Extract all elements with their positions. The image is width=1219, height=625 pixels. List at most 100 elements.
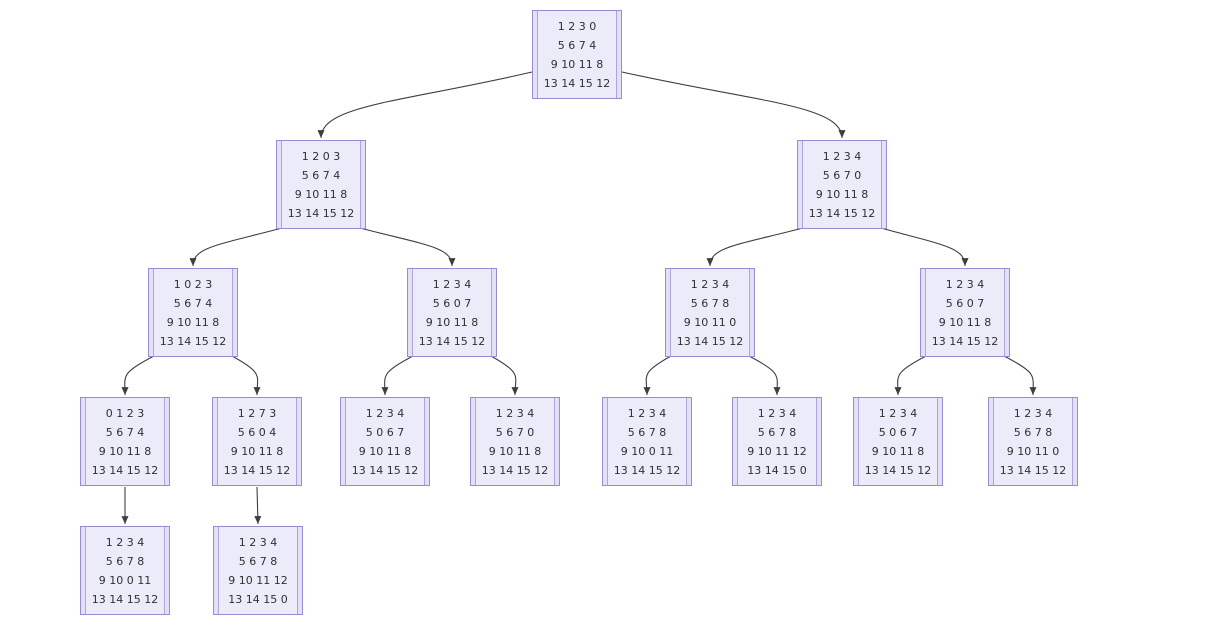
edge-n2-n5 (706, 227, 804, 267)
node-row: 13 14 15 12 (931, 334, 999, 348)
node-row: 5 6 7 8 (690, 296, 730, 310)
node-row: 9 10 0 11 (620, 444, 674, 458)
node-row: 1 2 3 4 (822, 149, 862, 163)
node-row: 1 2 3 4 (495, 406, 535, 420)
node-row: 9 10 11 8 (550, 57, 604, 71)
node-row: 5 6 7 8 (627, 425, 667, 439)
node-row: 1 2 3 4 (1013, 406, 1053, 420)
tree-node: 1 0 2 3 5 6 7 4 9 10 11 8 13 14 15 12 (148, 268, 238, 357)
node-row: 1 2 3 4 (878, 406, 918, 420)
edge-n4-n10 (490, 355, 519, 396)
node-row: 13 14 15 12 (613, 463, 681, 477)
tree-node: 1 2 3 4 5 0 6 7 9 10 11 8 13 14 15 12 (853, 397, 943, 486)
edge-n0-n2 (621, 71, 846, 139)
tree-node: 1 2 3 4 5 6 7 8 9 10 11 12 13 14 15 0 (732, 397, 822, 486)
tree-node: 1 2 3 4 5 6 7 8 9 10 11 0 13 14 15 12 (665, 268, 755, 357)
node-row: 9 10 11 0 (683, 315, 737, 329)
tree-node: 1 2 3 4 5 6 0 7 9 10 11 8 13 14 15 12 (407, 268, 497, 357)
node-row: 1 2 7 3 (237, 406, 277, 420)
node-row: 9 10 11 8 (815, 187, 869, 201)
node-row: 9 10 11 8 (938, 315, 992, 329)
edge-n2-n6 (880, 227, 969, 267)
tree-node: 1 2 3 4 5 6 7 0 9 10 11 8 13 14 15 12 (470, 397, 560, 486)
tree-node: 1 2 3 4 5 6 7 8 9 10 11 0 13 14 15 12 (988, 397, 1078, 486)
tree-node: 1 2 3 4 5 6 7 0 9 10 11 8 13 14 15 12 (797, 140, 887, 229)
edge-n6-n14 (1003, 355, 1037, 396)
node-row: 5 0 6 7 (365, 425, 405, 439)
node-row: 9 10 11 8 (425, 315, 479, 329)
tree-node: 1 2 3 4 5 6 7 8 9 10 0 11 13 14 15 12 (602, 397, 692, 486)
node-row: 1 2 3 4 (627, 406, 667, 420)
edge-n4-n9 (381, 355, 414, 396)
node-row: 5 6 0 4 (237, 425, 277, 439)
node-row: 1 2 3 4 (365, 406, 405, 420)
node-row: 13 14 15 0 (228, 592, 288, 606)
node-row: 13 14 15 12 (481, 463, 549, 477)
node-row: 5 6 7 0 (822, 168, 862, 182)
edge-n6-n13 (894, 355, 927, 396)
tree-node: 1 2 3 0 5 6 7 4 9 10 11 8 13 14 15 12 (532, 10, 622, 99)
node-row: 13 14 15 12 (351, 463, 419, 477)
tree-node: 1 2 0 3 5 6 7 4 9 10 11 8 13 14 15 12 (276, 140, 366, 229)
node-row: 1 0 2 3 (173, 277, 213, 291)
node-row: 13 14 15 12 (543, 76, 611, 90)
node-row: 5 6 7 0 (495, 425, 535, 439)
node-row: 5 6 7 4 (301, 168, 341, 182)
node-row: 5 6 7 8 (105, 554, 145, 568)
edge-n8-n16 (254, 486, 262, 525)
node-row: 9 10 11 8 (98, 444, 152, 458)
node-row: 13 14 15 12 (808, 206, 876, 220)
node-row: 13 14 15 0 (747, 463, 807, 477)
node-row: 1 2 3 4 (690, 277, 730, 291)
node-row: 5 6 0 7 (945, 296, 985, 310)
node-row: 9 10 11 8 (230, 444, 284, 458)
tree-node: 0 1 2 3 5 6 7 4 9 10 11 8 13 14 15 12 (80, 397, 170, 486)
node-row: 9 10 11 0 (1006, 444, 1060, 458)
node-row: 5 6 7 8 (238, 554, 278, 568)
edge-n3-n8 (231, 355, 261, 396)
node-row: 13 14 15 12 (864, 463, 932, 477)
node-row: 9 10 11 8 (488, 444, 542, 458)
node-row: 5 6 0 7 (432, 296, 472, 310)
tree-node: 1 2 3 4 5 6 0 7 9 10 11 8 13 14 15 12 (920, 268, 1010, 357)
node-row: 0 1 2 3 (105, 406, 145, 420)
node-row: 9 10 11 12 (228, 573, 288, 587)
node-row: 9 10 0 11 (98, 573, 152, 587)
edge-n1-n3 (189, 227, 283, 267)
node-row: 9 10 11 12 (747, 444, 807, 458)
node-row: 1 2 3 0 (557, 19, 597, 33)
node-row: 1 2 0 3 (301, 149, 341, 163)
node-row: 1 2 3 4 (432, 277, 472, 291)
node-row: 5 6 7 8 (757, 425, 797, 439)
tree-node: 1 2 3 4 5 6 7 8 9 10 0 11 13 14 15 12 (80, 526, 170, 615)
node-row: 5 6 7 4 (105, 425, 145, 439)
node-row: 9 10 11 8 (871, 444, 925, 458)
node-row: 1 2 3 4 (105, 535, 145, 549)
tree-node: 1 2 7 3 5 6 0 4 9 10 11 8 13 14 15 12 (212, 397, 302, 486)
node-row: 1 2 3 4 (757, 406, 797, 420)
node-row: 9 10 11 8 (358, 444, 412, 458)
node-row: 9 10 11 8 (166, 315, 220, 329)
edge-n0-n1 (317, 71, 533, 139)
node-row: 13 14 15 12 (418, 334, 486, 348)
node-row: 5 6 7 4 (557, 38, 597, 52)
edge-n3-n7 (121, 355, 155, 396)
node-row: 13 14 15 12 (223, 463, 291, 477)
edge-n5-n11 (643, 355, 672, 396)
node-row: 13 14 15 12 (91, 463, 159, 477)
node-row: 1 2 3 4 (945, 277, 985, 291)
node-row: 9 10 11 8 (294, 187, 348, 201)
node-row: 13 14 15 12 (999, 463, 1067, 477)
node-row: 5 6 7 8 (1013, 425, 1053, 439)
node-row: 13 14 15 12 (287, 206, 355, 220)
node-row: 5 0 6 7 (878, 425, 918, 439)
node-row: 13 14 15 12 (159, 334, 227, 348)
node-row: 5 6 7 4 (173, 296, 213, 310)
tree-node: 1 2 3 4 5 0 6 7 9 10 11 8 13 14 15 12 (340, 397, 430, 486)
edge-n5-n12 (748, 355, 781, 396)
node-row: 13 14 15 12 (91, 592, 159, 606)
node-row: 13 14 15 12 (676, 334, 744, 348)
edge-n1-n4 (359, 227, 456, 267)
